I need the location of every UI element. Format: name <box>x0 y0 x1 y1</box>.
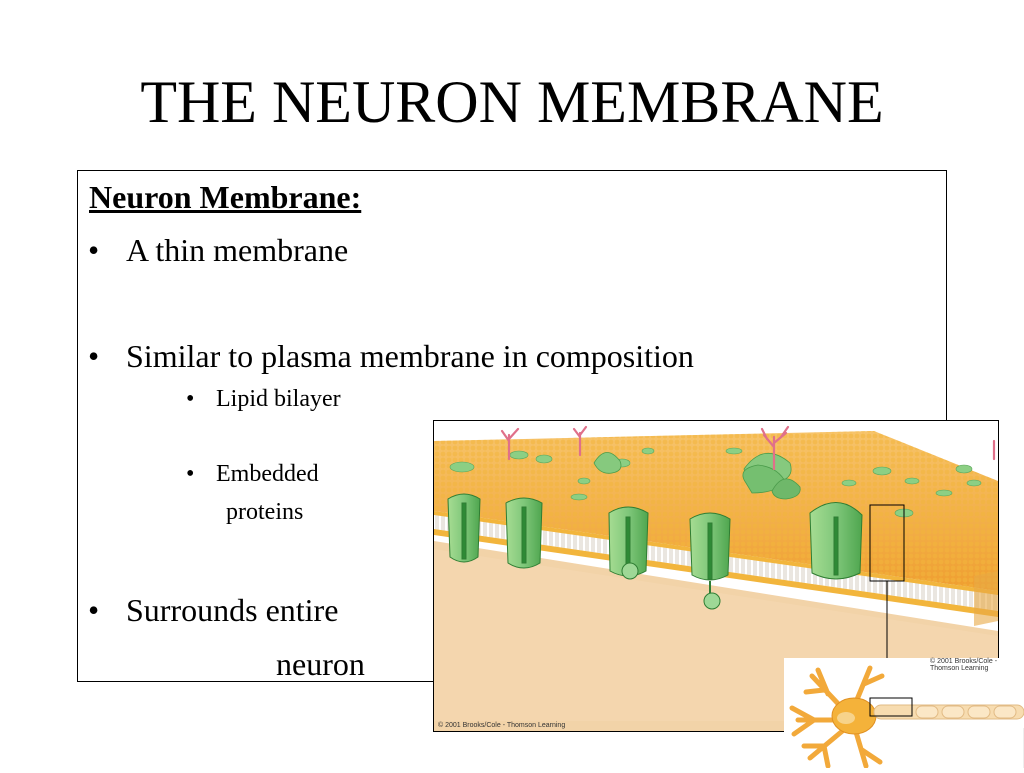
sub-bullet-proteins: proteins <box>226 499 304 525</box>
bullet-surrounds: Surrounds entire <box>126 592 339 628</box>
sub-bullet-marker: • <box>186 386 195 412</box>
figure-credit: © 2001 Brooks/Cole - Thomson Learning <box>438 722 566 729</box>
bullet-marker: • <box>88 232 100 268</box>
neuron-inset: © 2001 Brooks/Cole - Thomson Learning <box>784 658 1024 769</box>
bullet-surrounds-neuron: neuron <box>276 646 365 682</box>
text-box: Neuron Membrane: • A thin membrane • Sim… <box>77 170 947 682</box>
neuron-cell-drawing <box>784 658 1024 769</box>
lipid-bilayer-diagram <box>434 421 998 731</box>
slide-title: THE NEURON MEMBRANE <box>140 69 884 135</box>
bullet-thin-membrane: A thin membrane <box>126 232 349 268</box>
sub-bullet-marker: • <box>186 461 195 487</box>
sub-bullet-embedded: Embedded <box>216 461 319 487</box>
membrane-illustration: © 2001 Brooks/Cole - Thomson Learning <box>433 420 999 732</box>
bullet-similar-plasma: Similar to plasma membrane in compositio… <box>126 338 694 374</box>
inset-credit: © 2001 Brooks/Cole - Thomson Learning <box>930 658 998 672</box>
bullet-marker: • <box>88 338 100 374</box>
sub-bullet-lipid-bilayer: Lipid bilayer <box>216 386 341 412</box>
bullet-marker: • <box>88 592 100 628</box>
section-heading: Neuron Membrane: <box>89 179 362 215</box>
